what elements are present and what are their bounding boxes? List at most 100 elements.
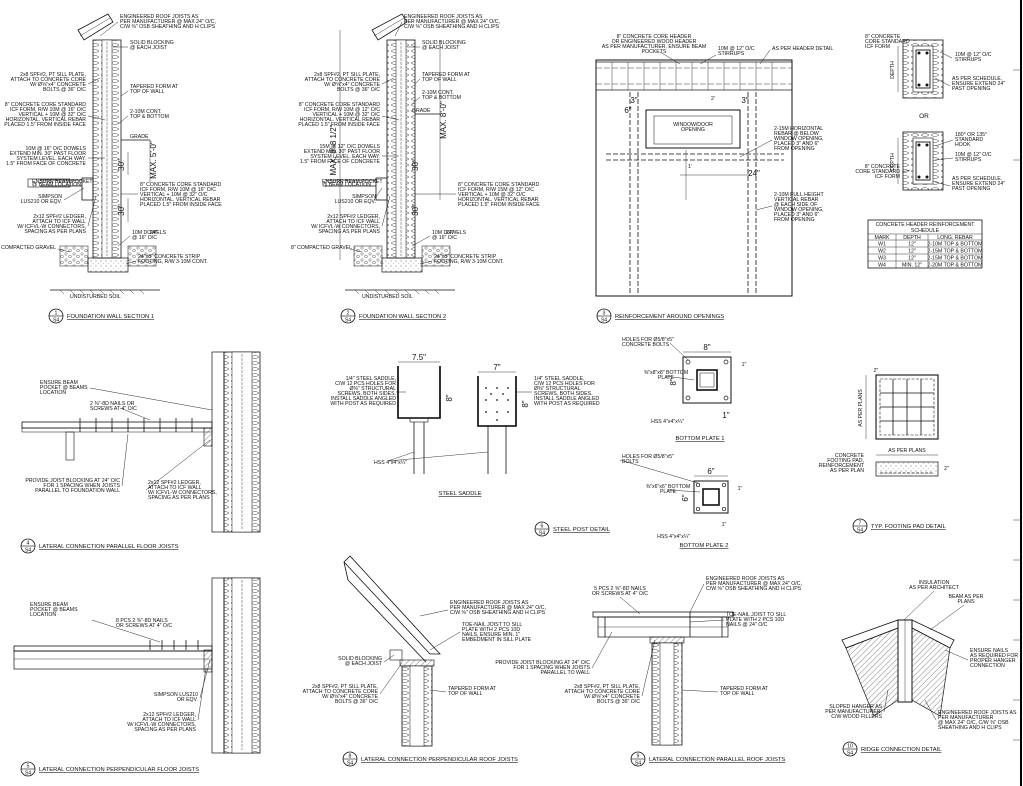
leader-line: [934, 139, 954, 147]
detail-5-note: SIMPSON LUS210: [154, 692, 198, 698]
header-section-note: 10M @ 12" O/C: [955, 152, 992, 158]
detail-5-callout[interactable]: [20, 761, 36, 777]
detail-1-note: TOP & BOTTOM: [130, 114, 169, 120]
leader-line: [924, 699, 937, 721]
steel-saddle-note: WITH POST AS REQUIRED: [330, 401, 396, 407]
sheet-reference: S4: [635, 761, 641, 767]
detail-8-note: TAPERED FORM AT: [448, 686, 497, 692]
schedule-cell: 12": [908, 256, 916, 262]
steel-saddle-note: C/W 12 PCS HOLES FOR: [534, 381, 595, 387]
detail-1-callout[interactable]: [48, 308, 64, 324]
detail-5-note: ATTACH TO ICF WALL: [142, 717, 196, 723]
leader-line: [120, 90, 129, 97]
detail-9-note: TOE-NAIL JOIST TO SILL: [726, 612, 786, 618]
detail-8-note: ENGINEERED ROOF JOISTS AS: [450, 600, 529, 606]
detail-8-note: SOLID BLOCKING: [338, 656, 382, 662]
detail-9-note: OR SCREWS AT 4" O/C: [592, 591, 648, 597]
detail-2-note: 15M @ 12" O/C DOWELS: [320, 144, 381, 150]
saddle-dim: 7.5": [412, 353, 426, 362]
detail-1-note: TAPERED FORM AT: [130, 84, 179, 90]
leader-line: [903, 590, 935, 621]
detail-1-dim: 24": [150, 230, 158, 236]
schedule-cell: W4: [878, 263, 886, 269]
detail-3-dim: 3": [741, 96, 748, 105]
detail-6-note: HOLES FOR Ø5/8"x5": [622, 454, 674, 460]
detail-4-callout[interactable]: [20, 538, 36, 554]
detail-5-note: 8 PCS 2 ⅜"-8D NAILS: [116, 618, 168, 624]
detail-3-dim: 3": [630, 96, 637, 105]
detail-1-note: 2x8 SPF#2, PT SILL PLATE,: [20, 72, 86, 78]
detail-8-note: TOE-NAIL JOIST TO SILL: [462, 622, 522, 628]
detail-3-note: WINDOW OPENING,: [774, 207, 824, 213]
detail-3-note: AS PER MANUFACTURER. ENSURE BEAM: [602, 44, 706, 50]
leader-line: [419, 609, 449, 617]
detail-10-callout[interactable]: [842, 741, 858, 757]
detail-7-note: AS PER PLANS: [858, 389, 864, 427]
detail-9-note: PROVIDE JOIST BLOCKING AT 24" O/C: [495, 660, 590, 666]
detail-2-note: TAPERED FORM AT: [422, 72, 471, 78]
detail-4-note: SPACING AS PER PLANS: [148, 495, 210, 501]
detail-1-note: SYSTEM LEVEL. EACH WAY.: [16, 156, 86, 162]
detail-1-note: ATTACH TO CONCRETE CORE: [11, 77, 87, 83]
leader-line: [125, 260, 137, 265]
detail-3-note: WINDOW/DOOR: [673, 122, 713, 128]
detail-8-note: @ EACH JOIST: [345, 661, 383, 667]
detail-9-callout[interactable]: [630, 751, 646, 767]
detail-1-foundation-wall-section-1: [27, 13, 160, 295]
detail-2-note: ATTACH TO CONCRETE CORE: [305, 77, 381, 83]
detail-3-note: OR ENGINEERED WOOD HEADER: [612, 39, 697, 45]
detail-2-callout[interactable]: [340, 308, 356, 324]
detail-3-callout[interactable]: [596, 308, 612, 324]
detail-7-footing-pad: [865, 374, 939, 477]
detail-3-dim: 2': [711, 96, 715, 102]
detail-6-note: ⅜"x8"x8" BOTTOM: [644, 370, 688, 376]
steel-saddle-note: SCREWS, BOTH SIDES.: [337, 391, 396, 397]
detail-1-note: ENSURE BEAM POCKET: [32, 179, 93, 185]
detail-7-callout[interactable]: [852, 518, 868, 534]
detail-1-note: HORIZONTAL. VERTICAL REBAR: [140, 197, 221, 203]
detail-9-note: PER MANUFACTURER @ MAX 24" O/C,: [706, 581, 802, 587]
detail-6-note: PLATE: [658, 375, 675, 381]
detail-5-note: 2x12 SPF#2 LEDGER,: [143, 712, 196, 718]
leader-line: [145, 439, 211, 491]
detail-1-note: 2x12 SPF#2 LEDGER,: [33, 214, 86, 220]
leader-line: [659, 51, 681, 65]
leader-line: [89, 387, 213, 411]
detail-7-note: FOOTING PAD,: [827, 458, 864, 464]
detail-4-note: PROVIDE JOIST BLOCKING AT 24" O/C: [25, 478, 120, 484]
header-section-note: STIRRUPS: [955, 57, 982, 63]
detail-1-note: 8" CONCRETE CORE STANDARD: [5, 102, 87, 108]
header-section-note: ICF FORM: [865, 44, 890, 50]
detail-5-note: POCKET @ BEAMS: [30, 607, 78, 613]
detail-2-dim: 30": [411, 204, 420, 216]
schedule-subtitle: SCHEDULE: [911, 228, 940, 234]
detail-9-note: PARALLEL TO WALL: [541, 670, 591, 676]
detail-5-note: SPACING AS PER PLANS: [134, 727, 196, 733]
steel-saddle-note: 1/4" STEEL SADDLE,: [346, 376, 396, 382]
detail-2-note: 8" CONCRETE CORE STANDARD: [299, 102, 381, 108]
detail-2-note: HORIZONTAL. VERTICAL REBAR: [300, 117, 381, 123]
detail-2-note: GRADE: [412, 108, 431, 114]
leader-line: [381, 195, 391, 227]
leader-line: [379, 662, 403, 695]
detail-2-note: SOLID BLOCKING: [422, 40, 466, 46]
detail-4-note: 2x12 SPF#2 LEDGER,: [148, 480, 201, 486]
schedule-cell: 2-15M TOP & BOTTOM: [928, 256, 983, 262]
steel-saddle-note: Ø⅜" STRUCTURAL: [349, 386, 396, 392]
detail-8-note: 2x8 SPF#2, PT SILL PLATE,: [312, 684, 378, 690]
detail-9-note: PLATE WITH 2 PCS 10D: [726, 617, 784, 623]
leader-line: [419, 260, 433, 265]
bottom-plate-title: BOTTOM PLATE 2: [679, 543, 728, 549]
saddle-dim: 7": [493, 363, 500, 372]
detail-1-note: HORIZONTAL. VERTICAL REBAR: [6, 117, 87, 123]
leader-line: [373, 187, 383, 201]
detail-10-note: BEAM AS PER: [949, 594, 984, 600]
detail-3-note: POCKETS: [642, 49, 667, 55]
leader-line: [934, 77, 951, 87]
detail-8-callout[interactable]: [342, 751, 358, 767]
detail-3-note: OPENING: [681, 127, 705, 133]
detail-1-note: 2-10M CONT.: [130, 109, 162, 115]
leader-line: [944, 649, 969, 661]
detail-6-callout[interactable]: [534, 521, 550, 537]
detail-number: 7: [859, 521, 862, 527]
